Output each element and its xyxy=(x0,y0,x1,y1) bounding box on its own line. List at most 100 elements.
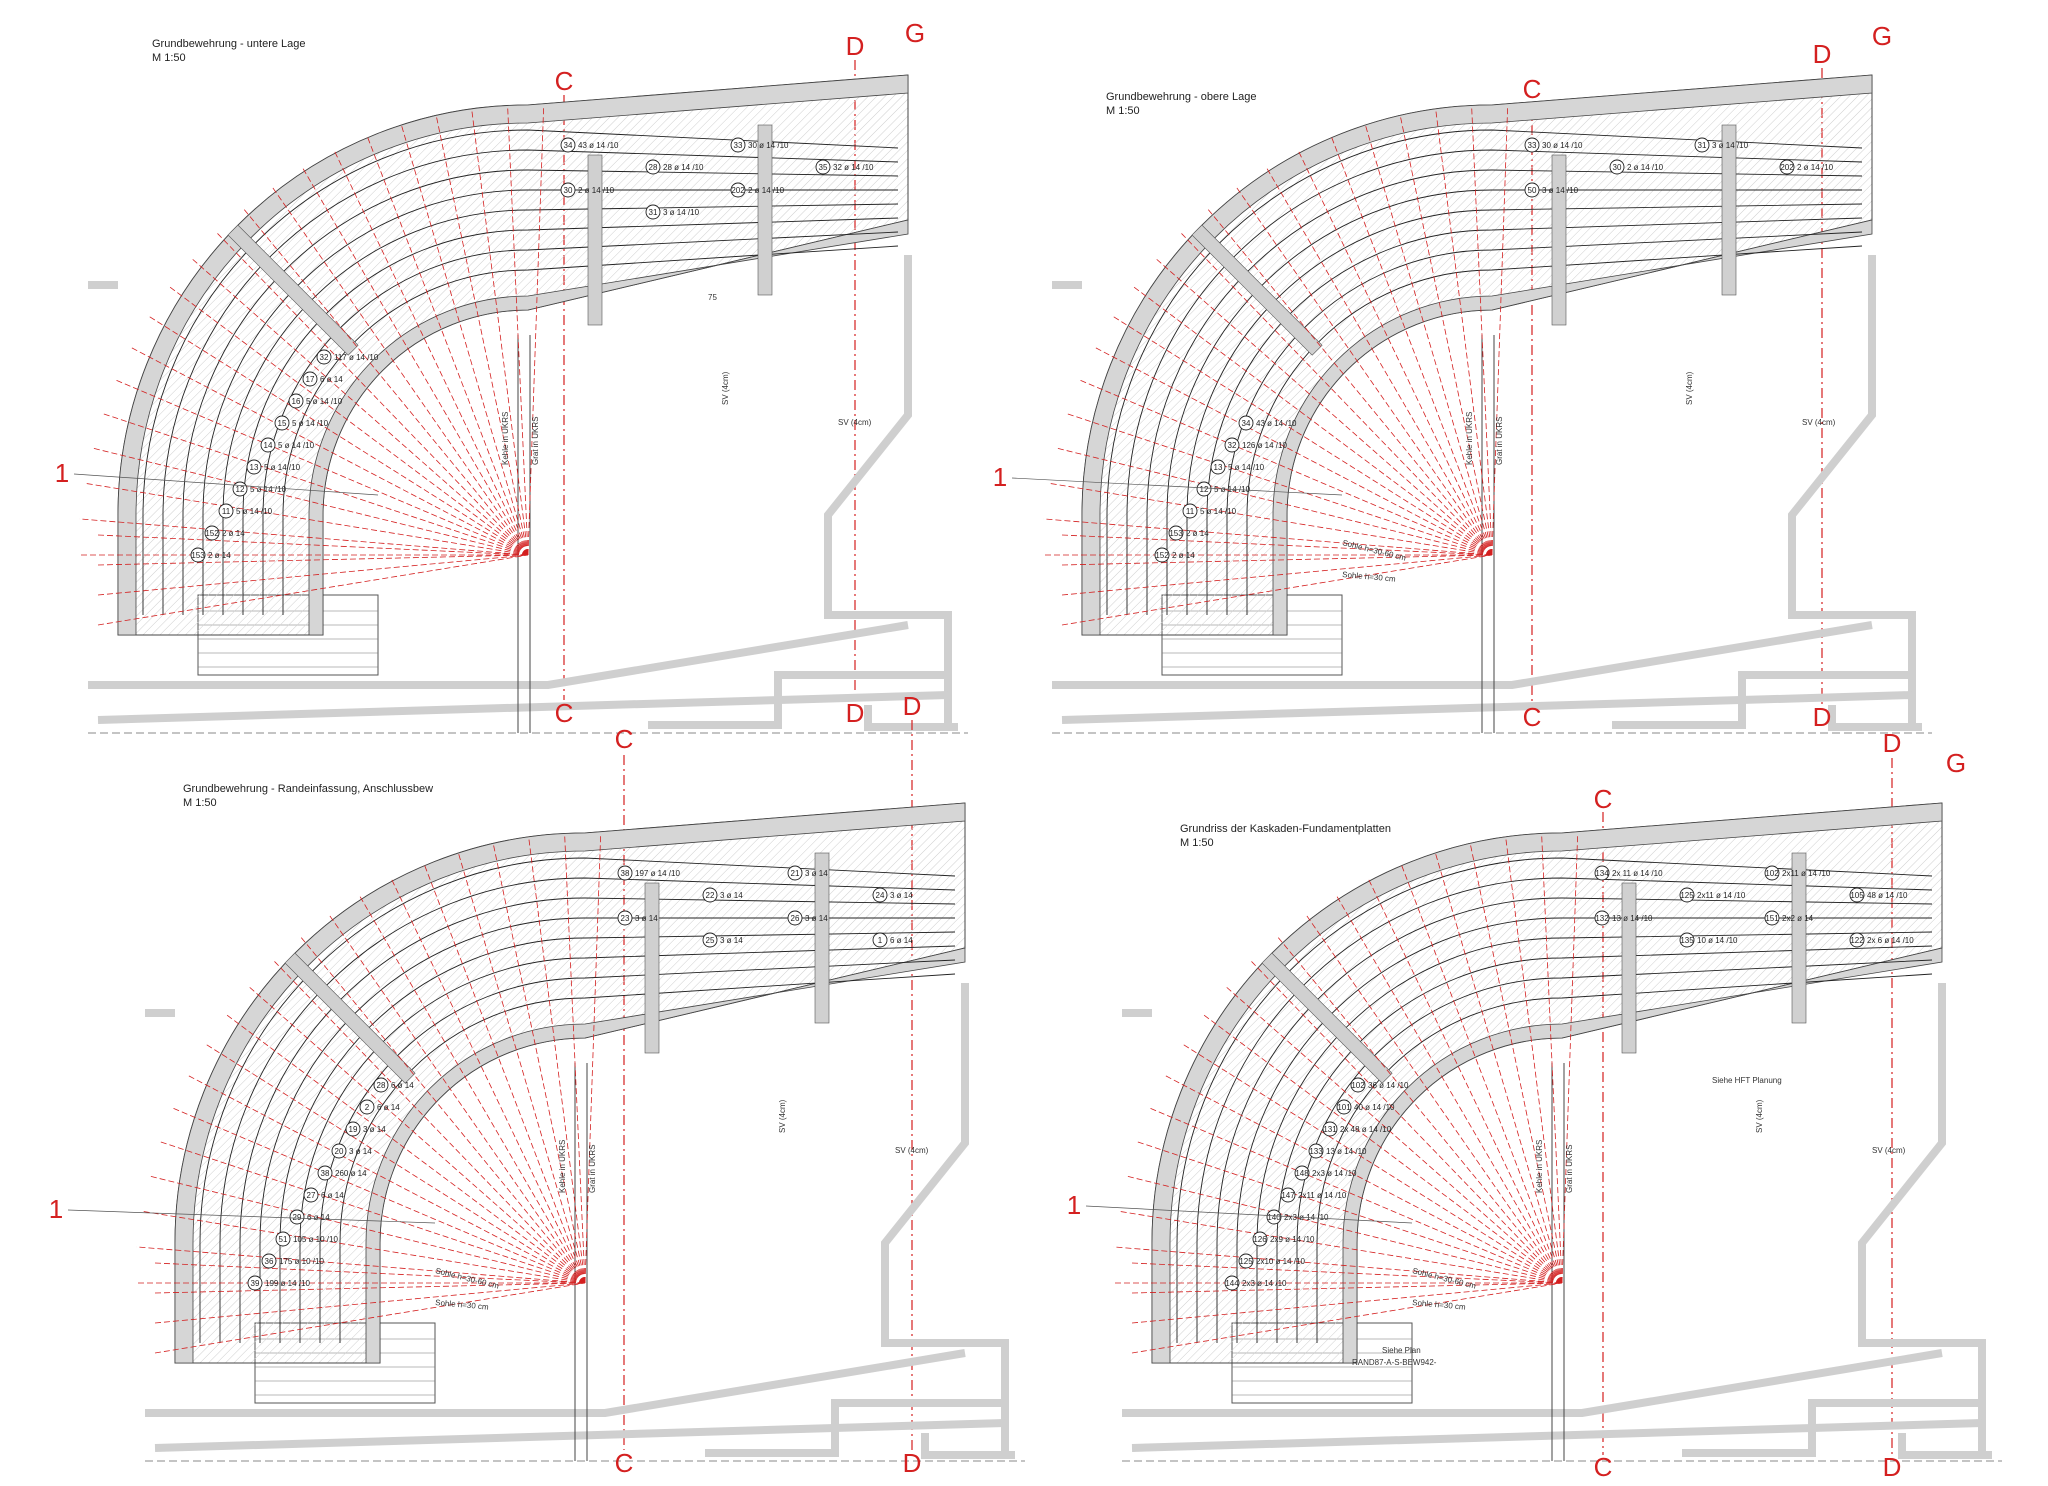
bar-mark-spec: 260 ø 14 xyxy=(335,1169,367,1178)
bar-mark-number: 144 xyxy=(1225,1279,1239,1288)
plan-note: Kehle in UKRS xyxy=(558,1140,567,1193)
cross-beam xyxy=(1261,952,1393,1084)
plan-title: Grundbewehrung - Randeinfassung, Anschlu… xyxy=(183,783,433,795)
bar-mark-spec: 2 ø 14 /10 xyxy=(1797,163,1834,172)
radial-axis-line xyxy=(140,1210,586,1284)
grid-axis-label: D xyxy=(846,698,865,728)
bar-mark-spec: 5 ø 14 /10 xyxy=(1228,463,1265,472)
bar-mark-circle xyxy=(359,1099,375,1115)
grid-axis-label: C xyxy=(1594,1452,1613,1482)
radial-axis-line xyxy=(97,554,529,626)
bar-mark-circle xyxy=(1252,1231,1268,1247)
plan-scale: M 1:50 xyxy=(1106,105,1140,117)
bar-mark-circle xyxy=(872,932,888,948)
bar-mark-circle xyxy=(1849,887,1865,903)
bar-mark-number: 29 xyxy=(293,1213,302,1222)
bar-mark-circle xyxy=(331,1143,347,1159)
plan-note: SV (4cm) xyxy=(721,371,730,405)
bar-mark-spec: 2 ø 14 xyxy=(1186,529,1209,538)
radial-axis-line xyxy=(1234,185,1493,556)
radial-axis-line xyxy=(1134,1140,1563,1284)
grid-axis-label: G xyxy=(1872,21,1892,51)
foundation-slab xyxy=(1081,74,1873,636)
wall-outline xyxy=(824,255,952,725)
bar-mark-spec: 6 ø 14 xyxy=(307,1213,330,1222)
radial-axis-line xyxy=(272,959,586,1284)
slab-edge-inner xyxy=(1272,219,1873,636)
grid-axis-label: C xyxy=(1523,702,1542,732)
bar-mark-spec: 6 ø 14 xyxy=(890,936,913,945)
bar-mark-spec: 2 ø 14 /10 xyxy=(578,186,615,195)
bar-mark-circle xyxy=(560,137,576,153)
cross-beam xyxy=(1551,154,1567,326)
slab-edge-outer xyxy=(1081,74,1873,636)
cross-beam xyxy=(1191,224,1323,356)
radial-axis-line xyxy=(1061,554,1493,626)
radial-axis-line xyxy=(327,913,586,1284)
bar-mark-number: 32 xyxy=(1228,441,1237,450)
bar-mark-spec: 5 ø 14 /10 xyxy=(306,397,343,406)
bar-mark-circle xyxy=(317,1165,333,1181)
radial-axis-line xyxy=(247,985,586,1284)
bar-mark-spec: 2x 11 ø 14 /10 xyxy=(1612,869,1663,878)
bar-mark-spec: 3 ø 14 xyxy=(635,914,658,923)
radial-axis-line xyxy=(299,935,586,1284)
bar-mark-spec: 3 ø 14 /10 xyxy=(663,208,700,217)
plan-title: Grundriss der Kaskaden-Fundamentplatten xyxy=(1180,823,1391,835)
bar-mark-number: 33 xyxy=(1528,141,1537,150)
wall-outline xyxy=(1898,1433,1992,1459)
bar-mark-circle xyxy=(730,182,746,198)
bar-mark-spec: 32 ø 14 /10 xyxy=(833,163,874,172)
bar-mark-number: 105 xyxy=(1850,891,1864,900)
radial-axis-line xyxy=(358,893,586,1284)
radial-axis-line xyxy=(1147,1106,1563,1284)
radial-axis-line xyxy=(79,518,529,556)
radial-axis-line xyxy=(136,1246,586,1284)
bar-mark-number: 24 xyxy=(876,891,885,900)
bar-mark-spec: 30 ø 14 /10 xyxy=(1542,141,1583,150)
bar-mark-spec: 6 ø 14 xyxy=(377,1103,400,1112)
bar-mark-circle xyxy=(645,159,661,175)
radial-axis-line xyxy=(203,1042,586,1284)
bar-mark-number: 30 xyxy=(564,186,573,195)
bar-mark-spec: 2x10 ø 14 /10 xyxy=(1256,1257,1305,1266)
wall-outline xyxy=(154,1419,1006,1452)
radial-axis-line xyxy=(1561,833,1579,1284)
radial-axis-line xyxy=(1047,482,1493,556)
grid-axis-label: D xyxy=(1883,728,1902,758)
bar-mark-number: 28 xyxy=(377,1081,386,1090)
bar-mark-spec: 28 ø 14 /10 xyxy=(663,163,704,172)
radial-axis-line xyxy=(1304,913,1563,1284)
radial-axis-line xyxy=(1541,833,1563,1284)
bar-mark-number: 140 xyxy=(1267,1213,1281,1222)
radial-axis-line xyxy=(167,285,529,556)
grid-axis-label: C xyxy=(1594,784,1613,814)
bar-mark-number: 13 xyxy=(1214,463,1223,472)
bar-mark-number: 50 xyxy=(1528,186,1537,195)
bar-mark-circle xyxy=(218,503,234,519)
bar-mark-number: 147 xyxy=(1281,1191,1295,1200)
plan-note: Sohle h=30 cm xyxy=(1412,1298,1467,1312)
wall-outline xyxy=(1788,255,1916,725)
cross-beam xyxy=(587,154,603,326)
bar-mark-circle xyxy=(204,525,220,541)
bar-mark: 29 6 ø 14 xyxy=(289,1209,330,1225)
grid-axis-label: G xyxy=(1946,748,1966,778)
bar-mark-circle xyxy=(247,1275,263,1291)
radial-axis-line xyxy=(83,482,529,556)
bar-mark-circle xyxy=(316,349,332,365)
